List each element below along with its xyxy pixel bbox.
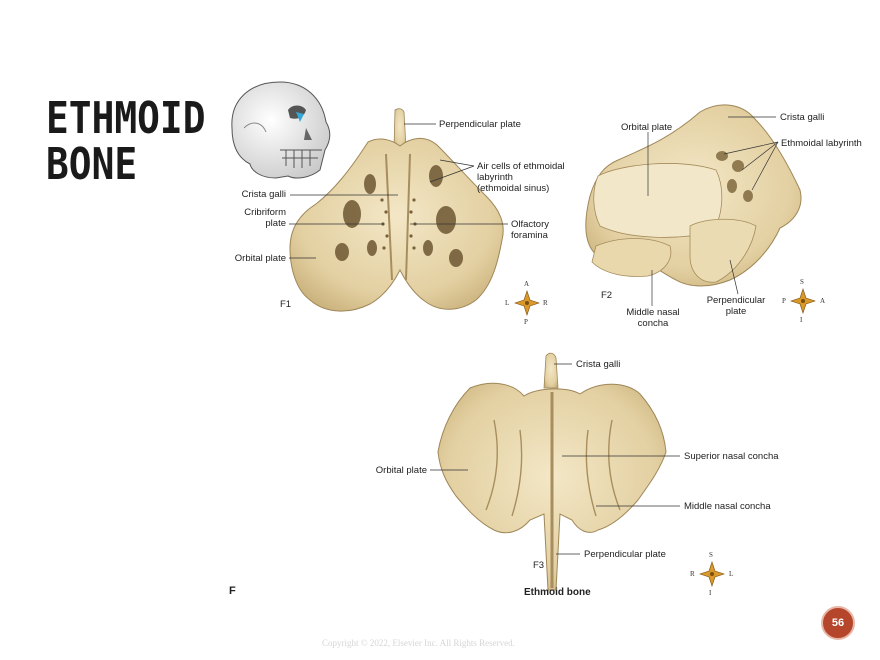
figure-tag-f1: F1 [280,299,292,310]
label-f3-crista-galli: Crista galli [576,359,621,370]
compass-rose-f3 [699,561,725,587]
leader-lines [289,116,779,555]
label-line: Air cells of ethmoidal [477,161,565,172]
compass-f1-top: A [524,280,530,288]
figure-f3-bone [437,352,667,591]
label-f3-superior-nasal-concha: Superior nasal concha [684,451,779,462]
label-f2-crista-galli: Crista galli [780,112,825,123]
compass-f1-right: R [543,299,548,307]
copyright-notice: Copyright © 2022, Elsevier Inc. All Righ… [322,638,515,648]
page-number-badge: 56 [821,606,855,640]
label-line: plate [265,218,286,229]
figure-tag-f3: F3 [533,560,545,571]
title-line-2: BONE [46,139,138,190]
label-f3-perpendicular-plate: Perpendicular plate [584,549,666,560]
ethmoid-highlight [296,112,304,122]
compass-f3-bottom: I [709,589,712,597]
label-f1-crista-galli: Crista galli [241,189,286,200]
compass-f2-right: A [820,297,826,305]
label-f2-perpendicular-plate: Perpendicular plate [700,295,772,317]
slide-title: ETHMOID BONE [46,96,205,188]
label-line: Middle nasal [626,307,680,318]
compass-f1-bottom: P [524,318,528,326]
label-f1-orbital-plate: Orbital plate [234,253,286,264]
label-f2-ethmoidal-labyrinth: Ethmoidal labyrinth [781,138,862,149]
label-line: (ethmoidal sinus) [477,183,550,194]
label-f1-olfactory-foramina: Olfactory foramina [511,219,549,241]
label-f3-orbital-plate: Orbital plate [375,465,427,476]
figure-tag-f2: F2 [601,290,613,301]
figure-letter: F [229,585,236,597]
compass-f3-left: R [690,570,695,578]
compass-f1-left: L [505,299,510,307]
label-line: foramina [511,230,548,241]
title-line-1: ETHMOID [46,93,206,144]
label-f3-middle-nasal-concha: Middle nasal concha [684,501,771,512]
compass-f3-right: L [729,570,734,578]
label-f1-air-cells: Air cells of ethmoidal labyrinth (ethmoi… [477,161,565,194]
compass-rose-f2 [790,288,816,314]
label-line: Perpendicular [706,295,766,306]
label-f2-middle-nasal-concha: Middle nasal concha [616,307,690,329]
compass-rose-f1 [514,290,540,316]
label-line: labyrinth [477,172,513,183]
figure-f1-bone [289,108,504,312]
figure-f2-bone [585,104,802,287]
label-f2-orbital-plate: Orbital plate [621,122,673,133]
compass-f2-left: P [782,297,786,305]
label-line: Cribriform [244,207,286,218]
figure-caption: Ethmoid bone [524,587,591,598]
compass-f2-top: S [800,278,804,286]
compass-f3-top: S [709,551,713,559]
label-line: plate [725,306,747,317]
label-line: concha [637,318,669,329]
skull-thumbnail [231,81,331,179]
label-line: Olfactory [511,219,550,230]
compass-f2-bottom: I [800,316,803,324]
label-f1-perpendicular-plate: Perpendicular plate [439,119,521,130]
label-f1-cribriform-plate: Cribriform plate [220,207,286,229]
